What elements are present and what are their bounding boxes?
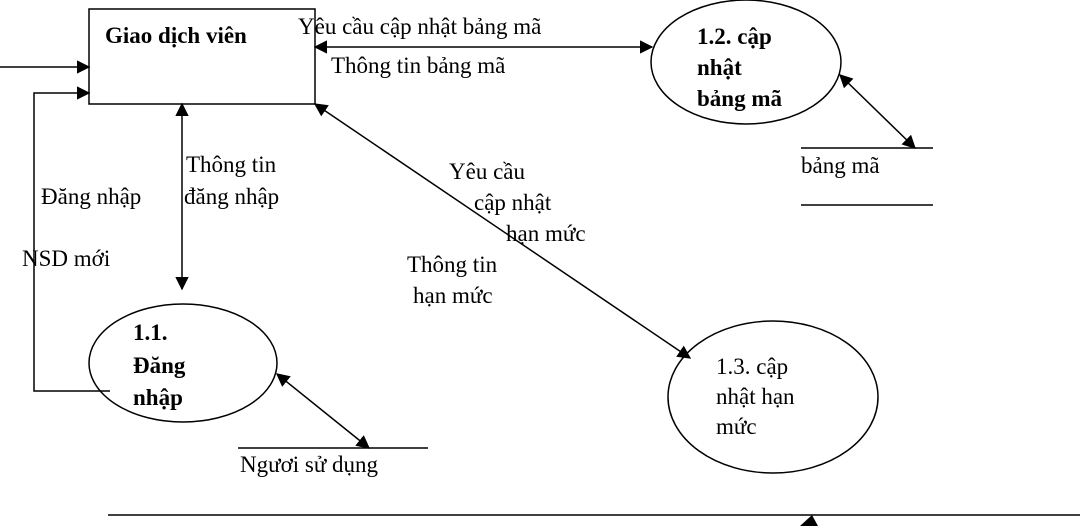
process-1-3-label-line-2: nhật hạn [716,384,795,409]
flow-label-yeu-cau-cap-nhat-bang-ma: Yêu cầu cập nhật bảng mã [298,14,542,39]
store-bang-ma-label: bảng mã [801,153,880,178]
process-1-1-label-line-1: 1.1. [133,320,168,345]
bottom-arrow-head [800,515,818,526]
process-1-3-label-line-1: 1.3. cập [716,354,789,379]
flow-label-thong-tin-dang-nhap-line-1: Thông tin [186,152,277,177]
store-nguoi-su-dung-label: Ngươi sử dụng [240,452,379,477]
process-1-2-label-line-2: nhật [697,55,742,80]
process-1-1-label-line-3: nhập [133,385,183,410]
flow-label-thong-tin-dang-nhap-line-2: đăng nhập [184,184,280,209]
process-1-2-ellipse [650,0,842,125]
flow-label-thong-tin-bang-ma: Thông tin bảng mã [331,53,506,78]
process-1-1-label-line-2: Đăng [133,353,186,378]
flow-label-yeu-cau-han-muc-line-1: Yêu cầu [449,159,525,184]
process-1-1-ellipse [88,303,278,423]
flow-label-nsd-moi: NSD mới [22,246,111,271]
entity-giao-dich-vien-label: Giao dịch viên [105,23,247,48]
flow-label-yeu-cau-han-muc-line-3: hạn mức [506,221,586,246]
process-1-3-ellipse [667,320,879,474]
process-1-2-label-line-3: bảng mã [697,86,782,111]
flow-label-thong-tin-han-muc-line-2: hạn mức [413,283,493,308]
flow-label-yeu-cau-han-muc-line-2: cập nhật [474,190,552,215]
flow-process-1-1-store-nguoi-su-dung [275,373,371,449]
process-1-3-label-line-3: mức [716,414,757,439]
entity-giao-dich-vien-box [88,8,316,105]
login-nsd-flow-arrow [33,86,110,392]
flow-process-1-2-store-bang-ma [839,74,916,149]
flow-label-thong-tin-han-muc-line-1: Thông tin [407,252,498,277]
flow-label-dang-nhap: Đăng nhập [41,184,142,209]
flow-entity-process-1-3 [313,103,692,359]
process-1-2-label-line-1: 1.2. cập [697,24,772,49]
